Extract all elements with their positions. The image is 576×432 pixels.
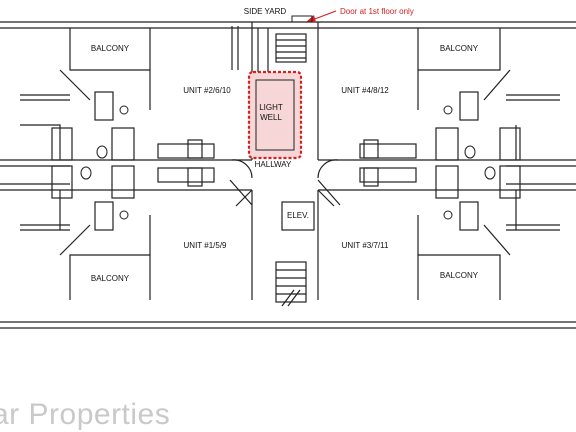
balcony-label-bottom-right: BALCONY [439, 271, 479, 280]
balcony-label-top-left: BALCONY [90, 44, 130, 53]
unit-label-bottom-right: UNIT #3/7/11 [341, 241, 389, 250]
door-marker [291, 15, 313, 23]
hallway-label: HALLWAY [254, 160, 292, 169]
light-well-label-line1: LIGHT [259, 103, 283, 112]
side-yard-label: SIDE YARD [243, 7, 287, 16]
fixtures [80, 105, 496, 220]
unit-label-top-left: UNIT #2/6/10 [183, 86, 231, 95]
watermark-text: ar Properties [0, 398, 171, 431]
elevator-label: ELEV. [287, 211, 309, 220]
unit-label-bottom-left: UNIT #1/5/9 [183, 241, 227, 250]
light-well-highlight [247, 70, 303, 160]
door-note-label: Door at 1st floor only [340, 7, 414, 16]
light-well-label-line2: WELL [260, 113, 282, 122]
unit-label-top-right: UNIT #4/8/12 [341, 86, 389, 95]
balcony-label-top-right: BALCONY [439, 44, 479, 53]
walls [0, 21, 576, 329]
balcony-label-bottom-left: BALCONY [90, 274, 130, 283]
door-arrow-icon [306, 10, 337, 22]
